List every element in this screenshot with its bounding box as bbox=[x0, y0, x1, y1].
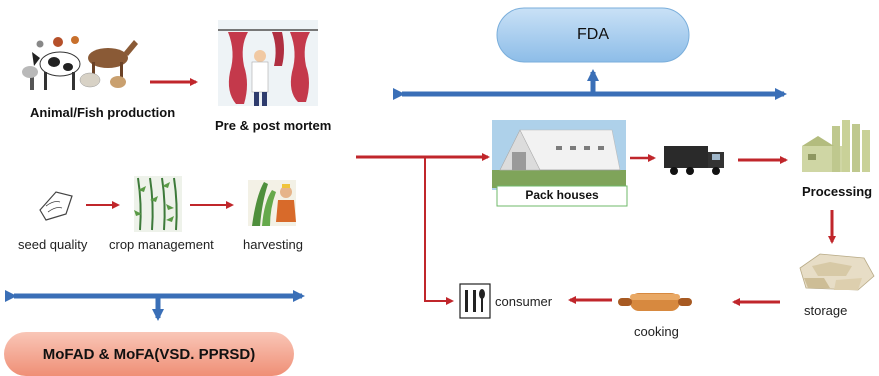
storage-sacks-icon bbox=[799, 253, 875, 291]
consumer-label: consumer bbox=[495, 294, 553, 309]
carcass-inspection-icon bbox=[218, 20, 318, 106]
fda-pill-shape bbox=[496, 7, 690, 63]
animal-fish-production-label: Animal/Fish production bbox=[30, 105, 176, 120]
crop-management-label: crop management bbox=[109, 237, 214, 252]
storage-label: storage bbox=[804, 303, 848, 318]
mofad-mofa-label: MoFAD & MoFA(VSD. PPRSD) bbox=[42, 345, 256, 363]
pack-houses-label: Pack houses bbox=[525, 188, 599, 202]
seed-quality-label: seed quality bbox=[18, 237, 88, 252]
rolling-pin-icon bbox=[618, 293, 692, 311]
utensils-icon bbox=[459, 283, 491, 319]
mofad-pill-shape bbox=[4, 332, 294, 376]
processing-label: Processing bbox=[802, 184, 873, 199]
livestock-icon bbox=[22, 36, 138, 90]
truck-icon bbox=[664, 146, 724, 175]
harvester-icon bbox=[248, 180, 296, 226]
pre-post-mortem-label: Pre & post mortem bbox=[215, 118, 332, 133]
cooking-label: cooking bbox=[634, 324, 679, 339]
fda-label: FDA bbox=[577, 26, 609, 43]
seed-bag-icon bbox=[39, 191, 73, 221]
pack-houses-frame bbox=[496, 185, 628, 207]
arrow-to-consumer bbox=[424, 157, 454, 305]
harvesting-label: harvesting bbox=[243, 237, 303, 252]
pack-house-icon bbox=[492, 120, 626, 190]
crop-rows-icon bbox=[134, 176, 182, 232]
factory-icon bbox=[802, 120, 870, 172]
